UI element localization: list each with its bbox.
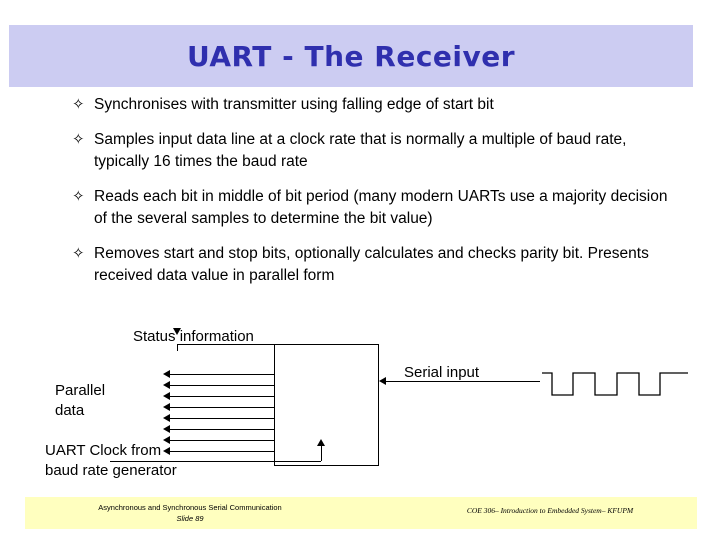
serial-waveform — [542, 372, 688, 396]
status-line-vertical — [177, 344, 178, 351]
list-item: ✧ Reads each bit in middle of bit period… — [72, 186, 682, 230]
serial-input-arrow-icon — [379, 377, 386, 385]
footer-bar: Asynchronous and Synchronous Serial Comm… — [25, 497, 697, 529]
bullet-text: Synchronises with transmitter using fall… — [94, 96, 494, 113]
uart-clock-label-line2: baud rate generator — [45, 462, 177, 479]
bullet-text: Reads each bit in middle of bit period (… — [94, 188, 668, 227]
bullet-star-icon: ✧ — [72, 96, 85, 113]
parallel-line-1 — [167, 374, 274, 375]
parallel-line-6 — [167, 429, 274, 430]
uart-receiver-diagram: Status information Serial input Parallel… — [0, 315, 720, 490]
parallel-line-3 — [167, 396, 274, 397]
list-item: ✧ Removes start and stop bits, optionall… — [72, 243, 682, 287]
parallel-line-5 — [167, 418, 274, 419]
bullet-star-icon: ✧ — [72, 245, 85, 262]
bullet-text: Samples input data line at a clock rate … — [94, 131, 627, 170]
serial-input-label: Serial input — [404, 364, 480, 381]
status-information-label: Status information — [133, 328, 254, 345]
clock-line-vertical — [321, 445, 322, 461]
uart-clock-label: UART Clock from baud rate generator — [45, 441, 177, 481]
parallel-arrow-icon — [163, 414, 170, 422]
footer-course-title: Asynchronous and Synchronous Serial Comm… — [98, 503, 282, 512]
footer-right-text: COE 306– Introduction to Embedded System… — [466, 506, 634, 515]
footer-slide-number: Slide 89 — [176, 514, 204, 523]
parallel-line-2 — [167, 385, 274, 386]
status-line-horizontal — [177, 344, 329, 345]
status-arrow-icon — [173, 328, 181, 335]
page-title: UART - The Receiver — [186, 39, 516, 73]
parallel-arrow-icon — [163, 370, 170, 378]
parallel-data-label: Parallel data — [55, 381, 105, 421]
parallel-arrow-icon — [163, 403, 170, 411]
parallel-line-8 — [167, 451, 274, 452]
parallel-arrow-icon — [163, 436, 170, 444]
uart-receiver-block — [274, 344, 379, 466]
list-item: ✧ Samples input data line at a clock rat… — [72, 129, 682, 173]
parallel-line-7 — [167, 440, 274, 441]
serial-input-line — [386, 381, 540, 382]
bullet-star-icon: ✧ — [72, 131, 85, 148]
parallel-arrow-icon — [163, 447, 170, 455]
title-banner: UART - The Receiver — [9, 25, 693, 87]
parallel-arrow-icon — [163, 425, 170, 433]
list-item: ✧ Synchronises with transmitter using fa… — [72, 94, 682, 116]
clock-arrow-icon — [317, 439, 325, 446]
parallel-data-label-line1: Parallel — [55, 382, 106, 399]
bullet-star-icon: ✧ — [72, 188, 85, 205]
bullet-text: Removes start and stop bits, optionally … — [94, 245, 649, 284]
parallel-arrow-icon — [163, 381, 170, 389]
parallel-data-label-line2: data — [55, 402, 85, 419]
footer-left-text: Asynchronous and Synchronous Serial Comm… — [40, 502, 340, 524]
clock-line-horizontal — [110, 461, 321, 462]
parallel-line-4 — [167, 407, 274, 408]
uart-clock-label-line1: UART Clock from — [45, 442, 162, 459]
bullet-list: ✧ Synchronises with transmitter using fa… — [72, 94, 682, 300]
parallel-arrow-icon — [163, 392, 170, 400]
